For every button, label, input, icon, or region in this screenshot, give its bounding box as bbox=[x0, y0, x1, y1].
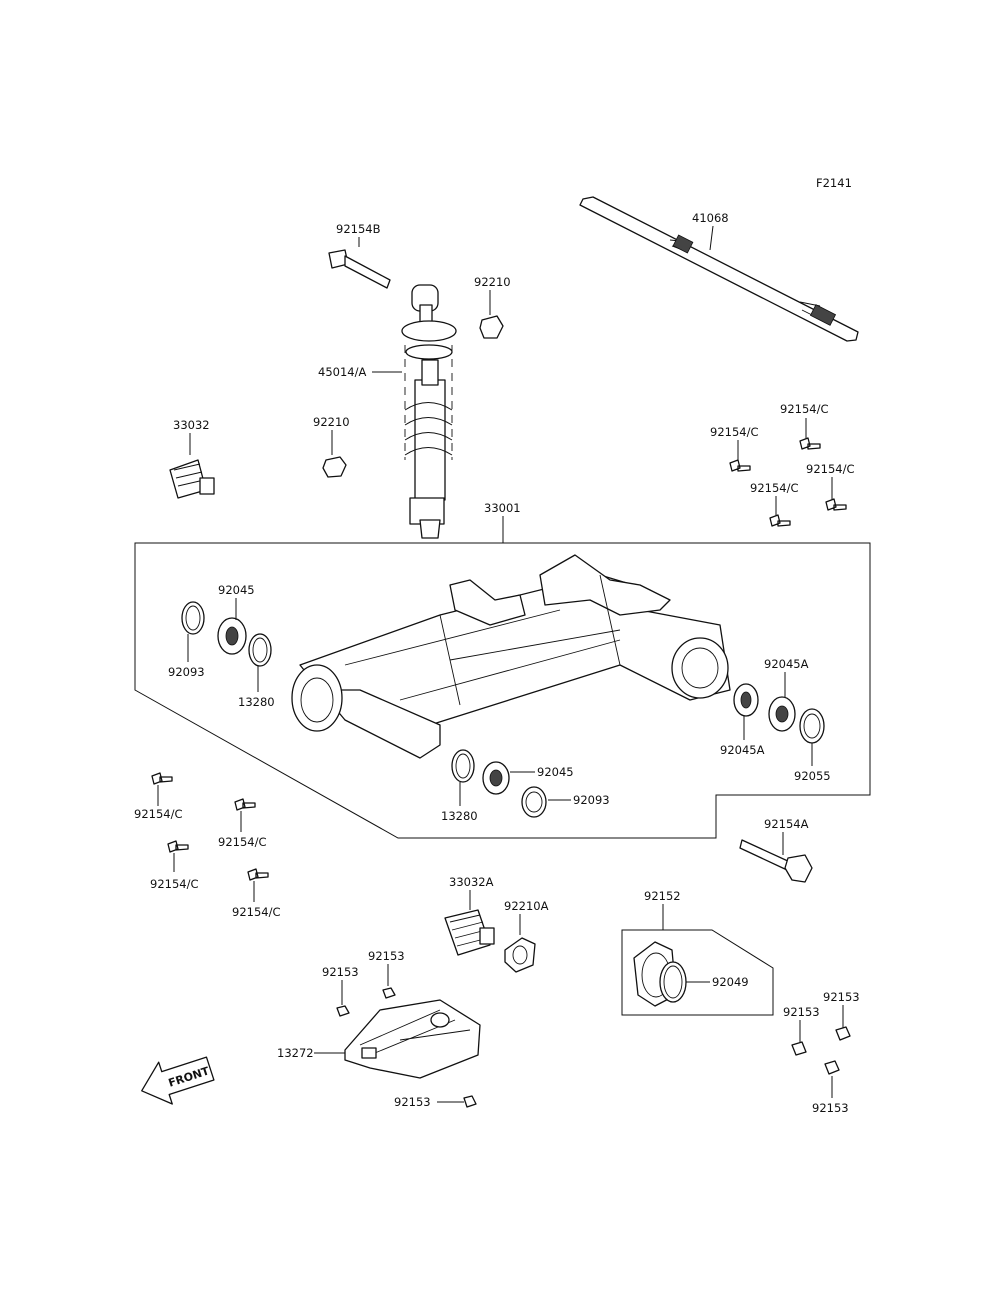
nut-92210-mid bbox=[322, 456, 347, 478]
label-45014A: 45014/A bbox=[318, 365, 366, 379]
label-92210A: 92210A bbox=[504, 899, 549, 913]
label-92049: 92049 bbox=[712, 975, 749, 989]
nut-92210-top bbox=[479, 315, 504, 339]
bolt-92154C-7 bbox=[167, 840, 189, 853]
label-92153-f: 92153 bbox=[812, 1101, 849, 1115]
label-92153-e: 92153 bbox=[783, 1005, 820, 1019]
diagram-code: F2141 bbox=[816, 176, 852, 190]
swingarm-33001 bbox=[291, 554, 731, 759]
shock-absorber-45014A bbox=[401, 284, 457, 539]
screw-92153-e bbox=[791, 1041, 807, 1056]
bolt-92154C-8 bbox=[247, 868, 269, 881]
label-92045A-top: 92045A bbox=[764, 657, 809, 671]
screw-92153-a bbox=[336, 1005, 350, 1017]
screw-92153-c bbox=[463, 1095, 477, 1108]
label-92154C-3: 92154/C bbox=[806, 462, 855, 476]
label-13280-left: 13280 bbox=[238, 695, 275, 709]
label-13272: 13272 bbox=[277, 1046, 314, 1060]
label-92154C-1: 92154/C bbox=[780, 402, 829, 416]
label-92045A-bot: 92045A bbox=[720, 743, 765, 757]
screw-92153-d bbox=[835, 1026, 851, 1041]
label-92153-d: 92153 bbox=[823, 990, 860, 1004]
label-92154C-8: 92154/C bbox=[232, 905, 281, 919]
label-92055: 92055 bbox=[794, 769, 831, 783]
bolt-92154C-5 bbox=[151, 772, 173, 785]
seal-92093-bottom bbox=[521, 786, 547, 818]
label-92045-bottom: 92045 bbox=[537, 765, 574, 779]
label-92154C-4: 92154/C bbox=[750, 481, 799, 495]
nut-92210A bbox=[504, 937, 536, 973]
retainer-assembly-frame bbox=[621, 929, 774, 1016]
label-33001: 33001 bbox=[484, 501, 521, 515]
label-92210-mid: 92210 bbox=[313, 415, 350, 429]
label-92154C-2: 92154/C bbox=[710, 425, 759, 439]
label-92154A: 92154A bbox=[764, 817, 809, 831]
bolt-92154C-3 bbox=[825, 498, 847, 511]
screw-92153-b bbox=[382, 987, 396, 999]
bolt-92154B bbox=[328, 249, 391, 289]
label-33032A: 33032A bbox=[449, 875, 494, 889]
bolt-92154C-1 bbox=[799, 437, 821, 450]
bolt-92154C-4 bbox=[769, 514, 791, 527]
shaft-41068 bbox=[579, 196, 859, 342]
label-92154C-6: 92154/C bbox=[218, 835, 267, 849]
screw-92153-f bbox=[824, 1060, 840, 1075]
label-41068: 41068 bbox=[692, 211, 729, 225]
bolt-92154C-6 bbox=[234, 798, 256, 811]
label-92093-left: 92093 bbox=[168, 665, 205, 679]
label-92210-top: 92210 bbox=[474, 275, 511, 289]
label-92154C-5: 92154/C bbox=[134, 807, 183, 821]
seal-92093-left bbox=[181, 601, 205, 635]
label-92154C-7: 92154/C bbox=[150, 877, 199, 891]
label-92153-a: 92153 bbox=[322, 965, 359, 979]
label-92045-left: 92045 bbox=[218, 583, 255, 597]
label-92152: 92152 bbox=[644, 889, 681, 903]
collar-13280-left bbox=[248, 633, 272, 667]
bushing-33032A bbox=[444, 909, 495, 956]
label-92153-c: 92153 bbox=[394, 1095, 431, 1109]
bolt-92154C-2 bbox=[729, 459, 751, 472]
front-arrow: FRONT bbox=[141, 1056, 215, 1105]
bolt-92154A bbox=[739, 839, 813, 883]
label-92153-b: 92153 bbox=[368, 949, 405, 963]
label-33032: 33032 bbox=[173, 418, 210, 432]
label-92093-bottom: 92093 bbox=[573, 793, 610, 807]
label-13280-bottom: 13280 bbox=[441, 809, 478, 823]
label-92154B: 92154B bbox=[336, 222, 381, 236]
skid-plate-13272 bbox=[344, 999, 481, 1079]
collar-13280-bottom bbox=[451, 749, 475, 783]
swingarm-assembly-frame bbox=[134, 542, 871, 839]
bushing-33032 bbox=[169, 459, 215, 499]
